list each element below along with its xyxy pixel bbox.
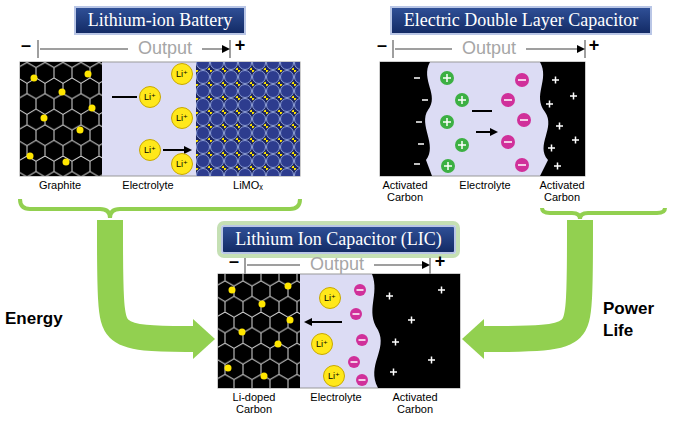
edlc-cell (380, 62, 585, 176)
part-label: Electrolyte (122, 179, 173, 191)
anions (501, 73, 531, 172)
flow-arrow (462, 220, 580, 359)
arrow-head (193, 319, 215, 359)
ion-label: Li⁺ (324, 293, 336, 303)
electrolyte (380, 62, 585, 176)
ion-label: Li⁺ (316, 339, 328, 349)
lithium-ion (324, 366, 345, 387)
part-label: LiMOₓ (233, 179, 263, 191)
terminal-sign: + (235, 35, 246, 56)
arrow-label: Energy (5, 308, 75, 330)
part-label: Li-doped Carbon (222, 391, 286, 415)
terminal-sign: – (377, 35, 387, 56)
graphite-electrode (20, 62, 102, 176)
title-banner: Lithium Ion Capacitor (LIC) (221, 225, 455, 254)
lithium-ion (140, 140, 161, 161)
lithium-ion (172, 64, 193, 85)
flow-arrow (110, 220, 215, 359)
ion-label: Li⁺ (176, 113, 188, 123)
lithium-ion (172, 108, 193, 129)
bracket (542, 208, 665, 219)
terminal-sign: – (229, 251, 239, 272)
terminal-sign: + (435, 251, 446, 272)
arrow-body (110, 220, 195, 339)
lithium-ion (320, 288, 341, 309)
limox-electrode (196, 62, 300, 176)
lithium-dots (225, 283, 294, 380)
part-label: Activated Carbon (378, 179, 432, 203)
part-label: Electrolyte (310, 391, 361, 403)
arrow-head (462, 319, 484, 359)
activated-carbon-electrode (380, 62, 432, 176)
part-label: Activated Carbon (388, 391, 442, 415)
terminal-sign: – (21, 35, 31, 56)
activated-carbon-electrode (372, 274, 460, 388)
charge-signs (414, 77, 579, 170)
lithium-ion (312, 334, 333, 355)
output-arrow (40, 48, 228, 50)
arrow-label: Power Life (603, 298, 661, 342)
ion-arrow (472, 111, 496, 132)
ion-arrow (306, 321, 342, 323)
activated-carbon-electrode (540, 62, 585, 176)
ion-label: Li⁺ (328, 371, 340, 381)
ion-label: Li⁺ (176, 159, 188, 169)
ion-label: Li⁺ (144, 92, 156, 102)
lic-cell (218, 274, 460, 388)
ion-label: Li⁺ (176, 69, 188, 79)
title-banner: Lithium-ion Battery (74, 6, 246, 35)
output-label: Output (310, 254, 364, 275)
part-label: Electrolyte (459, 179, 510, 191)
anions (348, 284, 368, 386)
battery-cell (20, 62, 300, 176)
ion-label: Li⁺ (144, 145, 156, 155)
lithium-ion (172, 154, 193, 175)
part-label: Graphite (39, 179, 81, 191)
title-banner: Electric Double Layer Capacitor (390, 6, 652, 35)
lithium-dots (27, 71, 96, 166)
li-doped-carbon-electrode (218, 274, 300, 388)
electrolyte (218, 274, 460, 388)
cations (440, 71, 469, 173)
charge-signs (386, 287, 445, 376)
terminal-tick (38, 40, 230, 58)
part-label: Activated Carbon (535, 179, 589, 203)
electrolyte (20, 62, 300, 176)
terminal-sign: + (589, 35, 600, 56)
arrow-body (482, 220, 580, 339)
bracket (20, 199, 300, 218)
output-label: Output (462, 38, 516, 59)
lithium-ion (140, 87, 161, 108)
output-label: Output (138, 38, 192, 59)
